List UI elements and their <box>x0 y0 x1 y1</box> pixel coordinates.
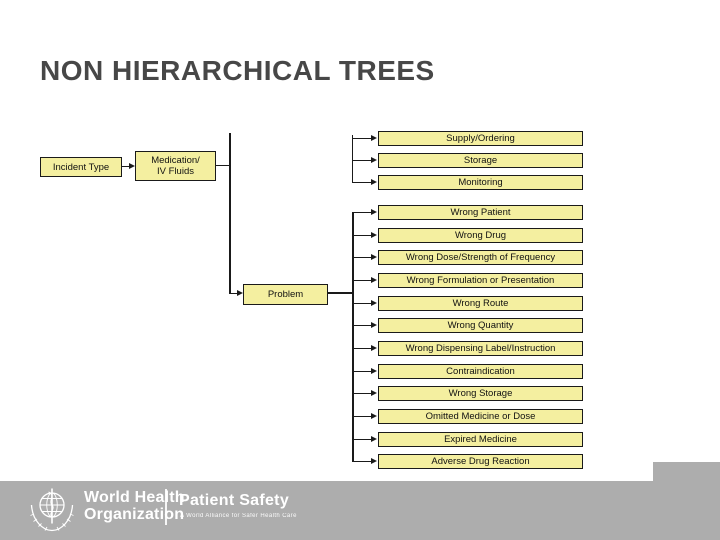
arrow-into-problem-icon <box>237 290 243 296</box>
node-wrong-formulation-or-presentation: Wrong Formulation or Presentation <box>378 273 583 288</box>
node-wrong-route: Wrong Route <box>378 296 583 311</box>
connector-vertical-process-group <box>352 135 353 183</box>
connector-vertical-left <box>229 133 231 294</box>
connector-into-expired-medicine <box>353 439 371 440</box>
arrow-into-supply-ordering-icon <box>371 135 377 141</box>
connector-into-monitoring <box>353 182 371 183</box>
node-medication-line1: Medication/ <box>151 155 200 166</box>
arrow-into-expired-medicine-icon <box>371 436 377 442</box>
node-medication-iv-fluids: Medication/ IV Fluids <box>135 151 216 181</box>
connector-into-omitted-medicine-or-dose <box>353 416 371 417</box>
node-storage: Storage <box>378 153 583 168</box>
arrow-into-omitted-medicine-or-dose-icon <box>371 413 377 419</box>
arrow-into-wrong-quantity-icon <box>371 322 377 328</box>
who-emblem-icon <box>30 488 74 532</box>
node-medication-line2: IV Fluids <box>157 166 194 177</box>
connector-vertical-problem-group <box>352 212 354 462</box>
program-tagline: A World Alliance for Safer Health Care <box>180 513 297 519</box>
connector-into-wrong-quantity <box>353 325 371 326</box>
arrow-into-wrong-drug-icon <box>371 232 377 238</box>
connector-into-wrong-dispensing-label-instruction <box>353 348 371 349</box>
connector-incident-to-medication <box>122 166 130 167</box>
node-wrong-dose-strength-of-frequency: Wrong Dose/Strength of Frequency <box>378 250 583 265</box>
node-wrong-drug: Wrong Drug <box>378 228 583 243</box>
arrow-into-wrong-dose-strength-of-frequency-icon <box>371 254 377 260</box>
connector-into-supply-ordering <box>353 138 371 139</box>
who-org-name-line1: World Health <box>84 489 185 506</box>
arrow-into-wrong-patient-icon <box>371 209 377 215</box>
node-supply-ordering: Supply/Ordering <box>378 131 583 146</box>
connector-into-problem <box>230 293 238 294</box>
connector-into-wrong-drug <box>353 235 371 236</box>
program-name: Patient Safety <box>179 492 290 509</box>
arrow-into-medication-icon <box>129 163 135 169</box>
node-problem: Problem <box>243 284 328 305</box>
who-org-name: World Health Organization <box>84 489 185 523</box>
slide-title: NON HIERARCHICAL TREES <box>40 55 435 86</box>
node-wrong-patient: Wrong Patient <box>378 205 583 220</box>
arrow-into-wrong-route-icon <box>371 300 377 306</box>
node-monitoring: Monitoring <box>378 175 583 190</box>
node-wrong-quantity: Wrong Quantity <box>378 318 583 333</box>
connector-into-adverse-drug-reaction <box>353 461 371 462</box>
node-wrong-storage: Wrong Storage <box>378 386 583 401</box>
node-wrong-dispensing-label-instruction: Wrong Dispensing Label/Instruction <box>378 341 583 356</box>
arrow-into-storage-icon <box>371 157 377 163</box>
connector-medication-out <box>216 165 230 166</box>
node-expired-medicine: Expired Medicine <box>378 432 583 447</box>
node-incident-type: Incident Type <box>40 157 122 177</box>
connector-into-wrong-patient <box>353 212 371 213</box>
connector-into-contraindication <box>353 371 371 372</box>
connector-problem-out <box>328 292 354 294</box>
connector-into-wrong-route <box>353 303 371 304</box>
who-org-name-line2: Organization <box>84 506 185 523</box>
connector-into-wrong-formulation-or-presentation <box>353 280 371 281</box>
connector-into-storage <box>353 160 371 161</box>
arrow-into-monitoring-icon <box>371 179 377 185</box>
node-contraindication: Contraindication <box>378 364 583 379</box>
arrow-into-wrong-formulation-or-presentation-icon <box>371 277 377 283</box>
arrow-into-contraindication-icon <box>371 368 377 374</box>
arrow-into-wrong-storage-icon <box>371 390 377 396</box>
arrow-into-adverse-drug-reaction-icon <box>371 458 377 464</box>
node-adverse-drug-reaction: Adverse Drug Reaction <box>378 454 583 469</box>
node-omitted-medicine-or-dose: Omitted Medicine or Dose <box>378 409 583 424</box>
footer-divider <box>165 489 167 525</box>
arrow-into-wrong-dispensing-label-instruction-icon <box>371 345 377 351</box>
connector-into-wrong-dose-strength-of-frequency <box>353 257 371 258</box>
connector-into-wrong-storage <box>353 393 371 394</box>
footer-bar <box>0 481 720 540</box>
